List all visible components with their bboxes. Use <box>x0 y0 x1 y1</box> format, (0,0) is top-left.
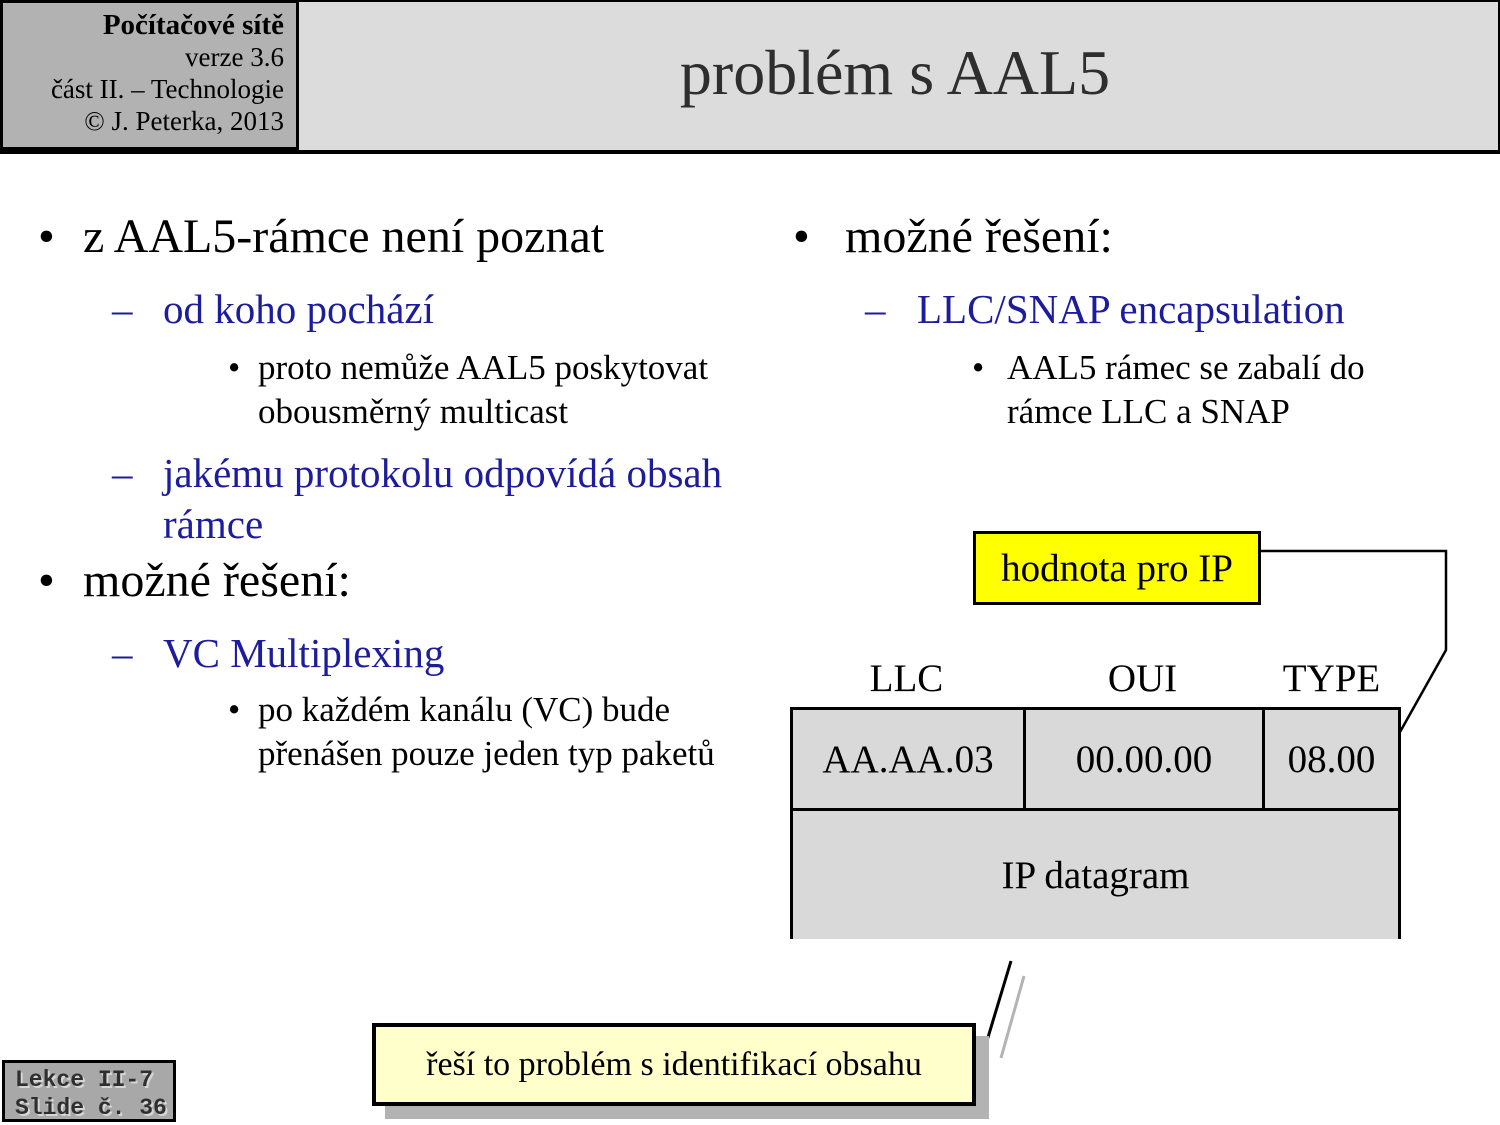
cell-llc: AA.AA.03 <box>793 710 1026 808</box>
callout-box: řeší to problém s identifikací obsahu <box>372 1023 976 1106</box>
bullet-marker: • <box>972 348 985 387</box>
lecture-footer: Lekce II-7 Slide č. 36 <box>2 1060 176 1122</box>
bullet-item-l2: – od koho pochází <box>112 284 763 335</box>
course-info-box: Počítačové sítě verze 3.6 část II. – Tec… <box>0 0 299 150</box>
bullet-text: od koho pochází <box>163 286 434 332</box>
dash-marker: – <box>865 286 886 332</box>
bullet-text: VC Multiplexing <box>163 630 445 676</box>
ip-value-label-text: hodnota pro IP <box>1001 546 1233 590</box>
ip-value-label: hodnota pro IP <box>973 531 1261 605</box>
col-header-llc: LLC <box>869 657 944 700</box>
bullet-marker: • <box>38 554 55 607</box>
cell-oui: 00.00.00 <box>1026 710 1265 808</box>
llc-snap-table: AA.AA.03 00.00.00 08.00 IP datagram <box>790 707 1401 939</box>
col-header-type: TYPE <box>1282 657 1381 700</box>
bullet-text: LLC/SNAP encapsulation <box>917 286 1345 332</box>
lecture-number: Lekce II-7 <box>15 1067 154 1093</box>
course-title: Počítačové sítě <box>102 9 284 41</box>
bullet-item-l1: • z AAL5-rámce není poznat <box>38 208 703 266</box>
cell-ip-datagram: IP datagram <box>793 811 1398 939</box>
course-copyright: © J. Peterka, 2013 <box>84 105 284 136</box>
dash-marker: – <box>112 286 133 332</box>
bullet-text: AAL5 rámec se zabalí do rámce LLC a SNAP <box>1007 348 1365 432</box>
dash-marker: – <box>112 450 133 496</box>
bullet-text: po každém kanálu (VC) bude přenášen pouz… <box>258 690 715 774</box>
bullet-text: z AAL5-rámce není poznat <box>83 210 605 263</box>
table-header-row: AA.AA.03 00.00.00 08.00 <box>793 710 1398 811</box>
callout-pointer-line <box>984 960 1013 1045</box>
bullet-item-l3: • po každém kanálu (VC) bude přenášen po… <box>228 688 768 777</box>
bullet-text: možné řešení: <box>83 554 351 607</box>
bullet-marker: • <box>793 210 810 263</box>
bullet-item-l2: – VC Multiplexing <box>112 628 763 679</box>
bullet-text: možné řešení: <box>845 210 1113 263</box>
callout-text: řeší to problém s identifikací obsahu <box>426 1045 922 1083</box>
dash-item-l2: – LLC/SNAP encapsulation <box>865 284 1437 335</box>
callout-pointer-shadow <box>999 975 1026 1059</box>
bullet-item-l1: • možné řešení: <box>38 552 703 610</box>
slide-number: Slide č. 36 <box>15 1094 167 1121</box>
course-part: část II. – Technologie <box>50 74 284 105</box>
dash-marker: – <box>112 630 133 676</box>
bullet-item-l3: • AAL5 rámec se zabalí do rámce LLC a SN… <box>972 346 1417 435</box>
bullet-text: proto nemůže AAL5 poskytovat obousměrný … <box>258 348 709 432</box>
bullet-marker: • <box>228 690 241 729</box>
cell-type: 08.00 <box>1265 710 1398 808</box>
bullet-item-l3: • proto nemůže AAL5 poskytovat obousměrn… <box>228 346 758 435</box>
page-title: problém s AAL5 <box>679 37 1111 108</box>
bullet-marker: • <box>228 348 241 387</box>
bullet-item-l2: – jakému protokolu odpovídá obsah rámce <box>112 448 763 551</box>
bullet-marker: • <box>38 210 55 263</box>
connector-line <box>1259 549 1448 733</box>
col-header-oui: OUI <box>1107 657 1178 700</box>
bullet-item-l1: • možné řešení: <box>793 208 1445 266</box>
bullet-text: jakému protokolu odpovídá obsah rámce <box>163 450 723 548</box>
course-version: verze 3.6 <box>185 42 284 73</box>
